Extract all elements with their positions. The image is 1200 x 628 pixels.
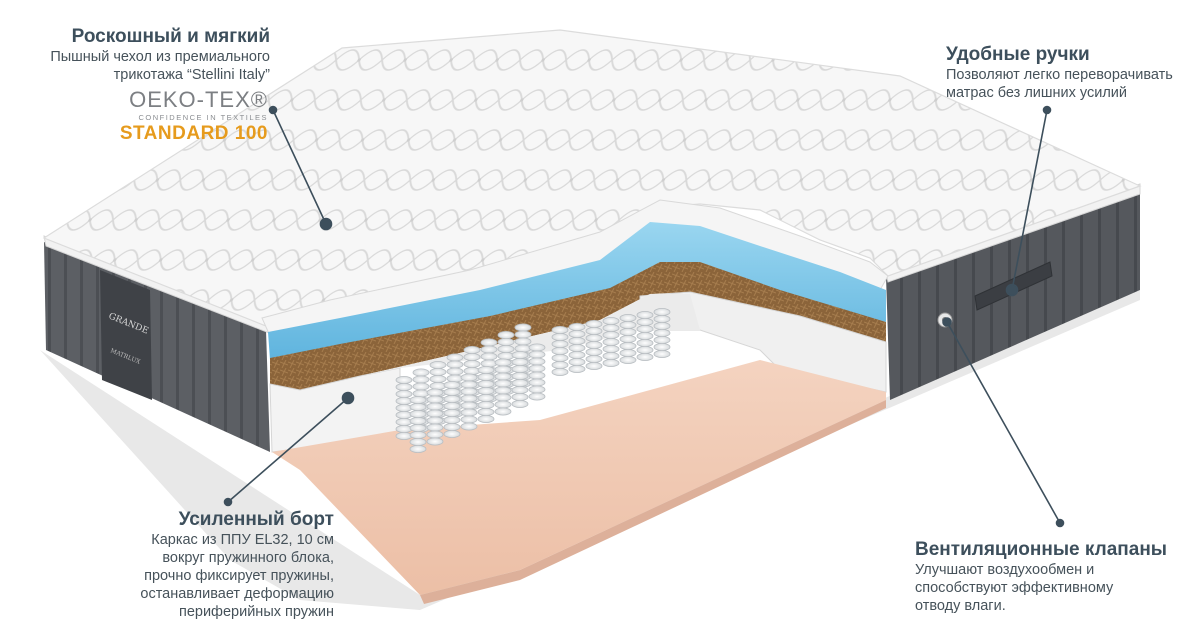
pocket-spring (494, 358, 512, 416)
callout-handles-title: Удобные ручки (946, 44, 1090, 65)
pocket-spring-block (395, 307, 671, 453)
callout-border: Усиленный борт Каркас из ППУ EL32, 10 см… (90, 509, 334, 621)
pocket-spring (602, 316, 620, 367)
callout-vents-text: Улучшают воздухообмен и способствуют эфф… (915, 562, 1114, 614)
pocket-spring (426, 388, 444, 446)
base-latex-layer (272, 360, 886, 595)
pocket-spring (653, 307, 671, 358)
coconut-coir-layer (270, 262, 886, 390)
pocket-spring (619, 313, 637, 364)
oeko-tex-standard: STANDARD 100 (119, 123, 268, 144)
pocket-spring (477, 365, 495, 423)
memory-foam-layer (268, 222, 886, 360)
callout-border-title: Усиленный борт (178, 509, 334, 530)
pocket-spring (395, 375, 413, 440)
pocket-spring (443, 380, 461, 438)
pocket-spring (409, 395, 427, 453)
oeko-tex-logo: OEKO-TEX® CONFIDENCE IN TEXTILES STANDAR… (118, 88, 268, 145)
pocket-spring (511, 350, 529, 408)
oeko-tex-tagline: CONFIDENCE IN TEXTILES (138, 113, 268, 122)
pocket-spring (460, 373, 478, 431)
pocket-spring (636, 310, 654, 361)
mattress-brand-label: GRANDE MATRLUX (100, 270, 152, 400)
pocket-spring (551, 325, 569, 376)
callout-handles: Удобные ручки Позволяют легко переворачи… (946, 44, 1186, 102)
pocket-spring (528, 343, 546, 401)
oeko-tex-brand: OEKO-TEX® (129, 87, 268, 112)
callout-handles-text: Позволяют легко переворачивать матрас бе… (946, 67, 1173, 101)
callout-luxury: Роскошный и мягкий Пышный чехол из преми… (20, 26, 270, 84)
callout-vents: Вентиляционные клапаны Улучшают воздухоо… (915, 539, 1185, 615)
callout-pointers (223, 105, 1065, 528)
callout-luxury-text: Пышный чехол из премиального трикотажа “… (50, 49, 270, 83)
mattress-bottom-edge (40, 290, 1140, 610)
pocket-spring (568, 322, 586, 373)
callout-border-text: Каркас из ППУ EL32, 10 см вокруг пружинн… (140, 532, 334, 620)
callout-vents-title: Вентиляционные клапаны (915, 539, 1168, 560)
pocket-spring (585, 319, 603, 370)
callout-luxury-title: Роскошный и мягкий (71, 26, 270, 47)
